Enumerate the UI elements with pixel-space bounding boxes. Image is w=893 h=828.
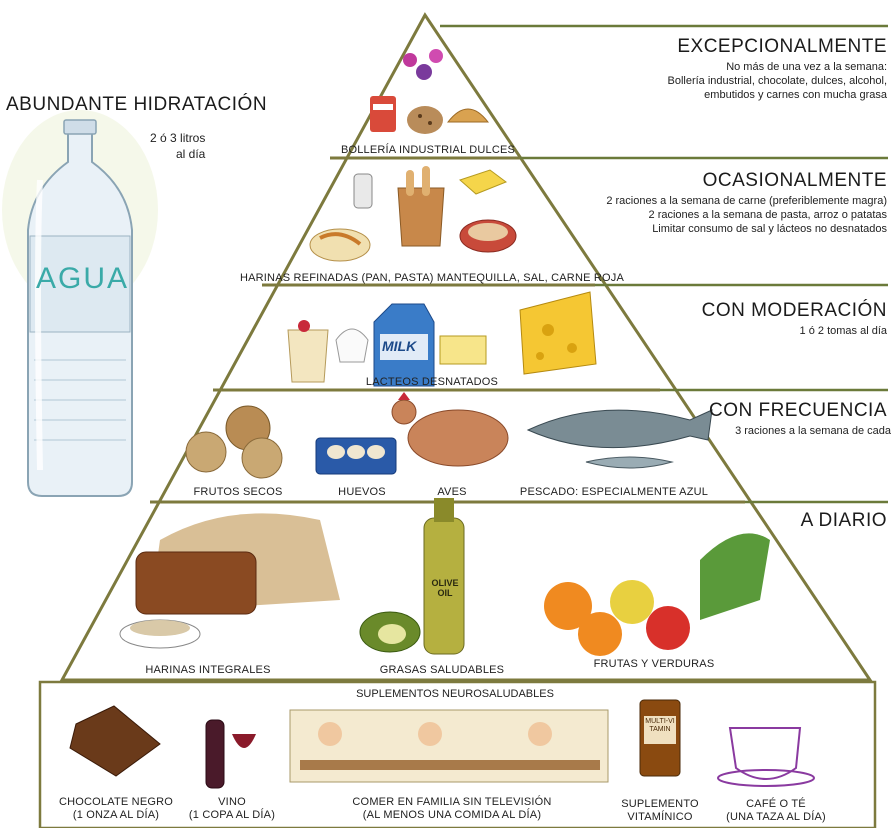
tier-title-excepcionalmente: EXCEPCIONALMENTE — [677, 36, 887, 57]
supplement-line1: VINO — [218, 796, 246, 808]
tier-desc-line: embutidos y carnes con mucha grasa — [704, 89, 887, 101]
supplement-comer-familia: COMER EN FAMILIA SIN TELEVISIÓN (AL MENO… — [352, 796, 551, 822]
tier-desc-line: 2 raciones a la semana de pasta, arroz o… — [648, 209, 887, 221]
supplement-line1: SUPLEMENTO — [621, 798, 699, 810]
tier-desc-line: Bollería industrial, chocolate, dulces, … — [667, 75, 887, 87]
tier-desc-line: 1 ó 2 tomas al día — [799, 325, 887, 337]
tier-desc-ocasionalmente: 2 raciones a la semana de carne (preferi… — [606, 194, 887, 236]
tier-desc-con-frecuencia: 3 raciones a la semana de cada — [735, 424, 891, 438]
label-harinas-refinadas: HARINAS REFINADAS (PAN, PASTA) MANTEQUIL… — [239, 272, 625, 284]
label-harinas-integrales: HARINAS INTEGRALES — [145, 664, 271, 676]
label-frutas-verduras: FRUTAS Y VERDURAS — [593, 658, 715, 670]
supplements-title: SUPLEMENTOS NEUROSALUDABLES — [356, 688, 554, 700]
supplement-line2: (AL MENOS UNA COMIDA AL DÍA) — [362, 809, 542, 821]
label-pescado: PESCADO: ESPECIALMENTE AZUL — [519, 486, 709, 498]
label-bolleria: BOLLERÍA INDUSTRIAL DULCES — [340, 144, 516, 156]
tier-desc-line: Limitar consumo de sal y lácteos no desn… — [652, 223, 887, 235]
olive-oil-label: OLIVE OIL — [431, 578, 459, 598]
tier-title-a-diario: A DIARIO — [800, 510, 887, 531]
supplement-line1: CAFÉ O TÉ — [746, 798, 806, 810]
refined-foods-illustration — [309, 166, 517, 262]
tier-title-con-moderacion: CON MODERACIÓN — [701, 300, 887, 321]
tier-desc-line: No más de una vez a la semana: — [726, 61, 887, 73]
tier-desc-excepcionalmente: No más de una vez a la semana: Bollería … — [667, 60, 887, 102]
supplements-illustration — [69, 699, 815, 789]
supplement-line1: CHOCOLATE NEGRO — [58, 796, 174, 808]
hydration-title: ABUNDANTE HIDRATACIÓN — [6, 94, 268, 115]
label-aves: AVES — [437, 486, 467, 498]
supplement-cafe: CAFÉ O TÉ (UNA TAZA AL DÍA) — [726, 798, 826, 824]
water-bottle-illustration — [2, 110, 158, 497]
label-lacteos: LACTEOS DESNATADOS — [365, 376, 499, 388]
frequent-foods-illustration — [185, 392, 713, 479]
dairy-illustration — [287, 291, 597, 387]
supplement-line2: (1 COPA AL DÍA) — [188, 809, 276, 821]
vitamin-label: MULTI-VITAMIN — [645, 718, 675, 733]
supplement-line2: VITAMÍNICO — [627, 811, 693, 823]
tier-title-ocasionalmente: OCASIONALMENTE — [702, 170, 887, 191]
milk-carton-label: MILK — [382, 338, 417, 354]
supplement-line2: (UNA TAZA AL DÍA) — [726, 811, 826, 823]
label-frutos-secos: FRUTOS SECOS — [193, 486, 283, 498]
supplement-chocolate: CHOCOLATE NEGRO (1 ONZA AL DÍA) — [59, 796, 173, 822]
tier-title-con-frecuencia: CON FRECUENCIA — [708, 400, 887, 421]
hydration-subtitle-line1: 2 ó 3 litros — [150, 131, 206, 145]
daily-foods-illustration — [119, 498, 770, 656]
tier-desc-line: 3 raciones a la semana de cada — [735, 425, 891, 437]
supplement-line1: COMER EN FAMILIA SIN TELEVISIÓN — [352, 796, 552, 808]
bottle-label: AGUA — [36, 262, 130, 295]
tier-divider-lines — [440, 24, 888, 504]
hydration-subtitle: 2 ó 3 litros al día — [150, 130, 205, 162]
label-grasas-saludables: GRASAS SALUDABLES — [379, 664, 505, 676]
label-huevos: HUEVOS — [338, 486, 386, 498]
supplement-line2: (1 ONZA AL DÍA) — [72, 809, 160, 821]
hydration-subtitle-line2: al día — [176, 147, 206, 161]
supplement-vitaminico: SUPLEMENTO VITAMÍNICO — [621, 798, 699, 824]
supplement-vino: VINO (1 COPA AL DÍA) — [189, 796, 275, 822]
tier-desc-line: 2 raciones a la semana de carne (preferi… — [606, 195, 887, 207]
tier-desc-con-moderacion: 1 ó 2 tomas al día — [800, 324, 887, 338]
sweets-illustration — [370, 49, 490, 134]
